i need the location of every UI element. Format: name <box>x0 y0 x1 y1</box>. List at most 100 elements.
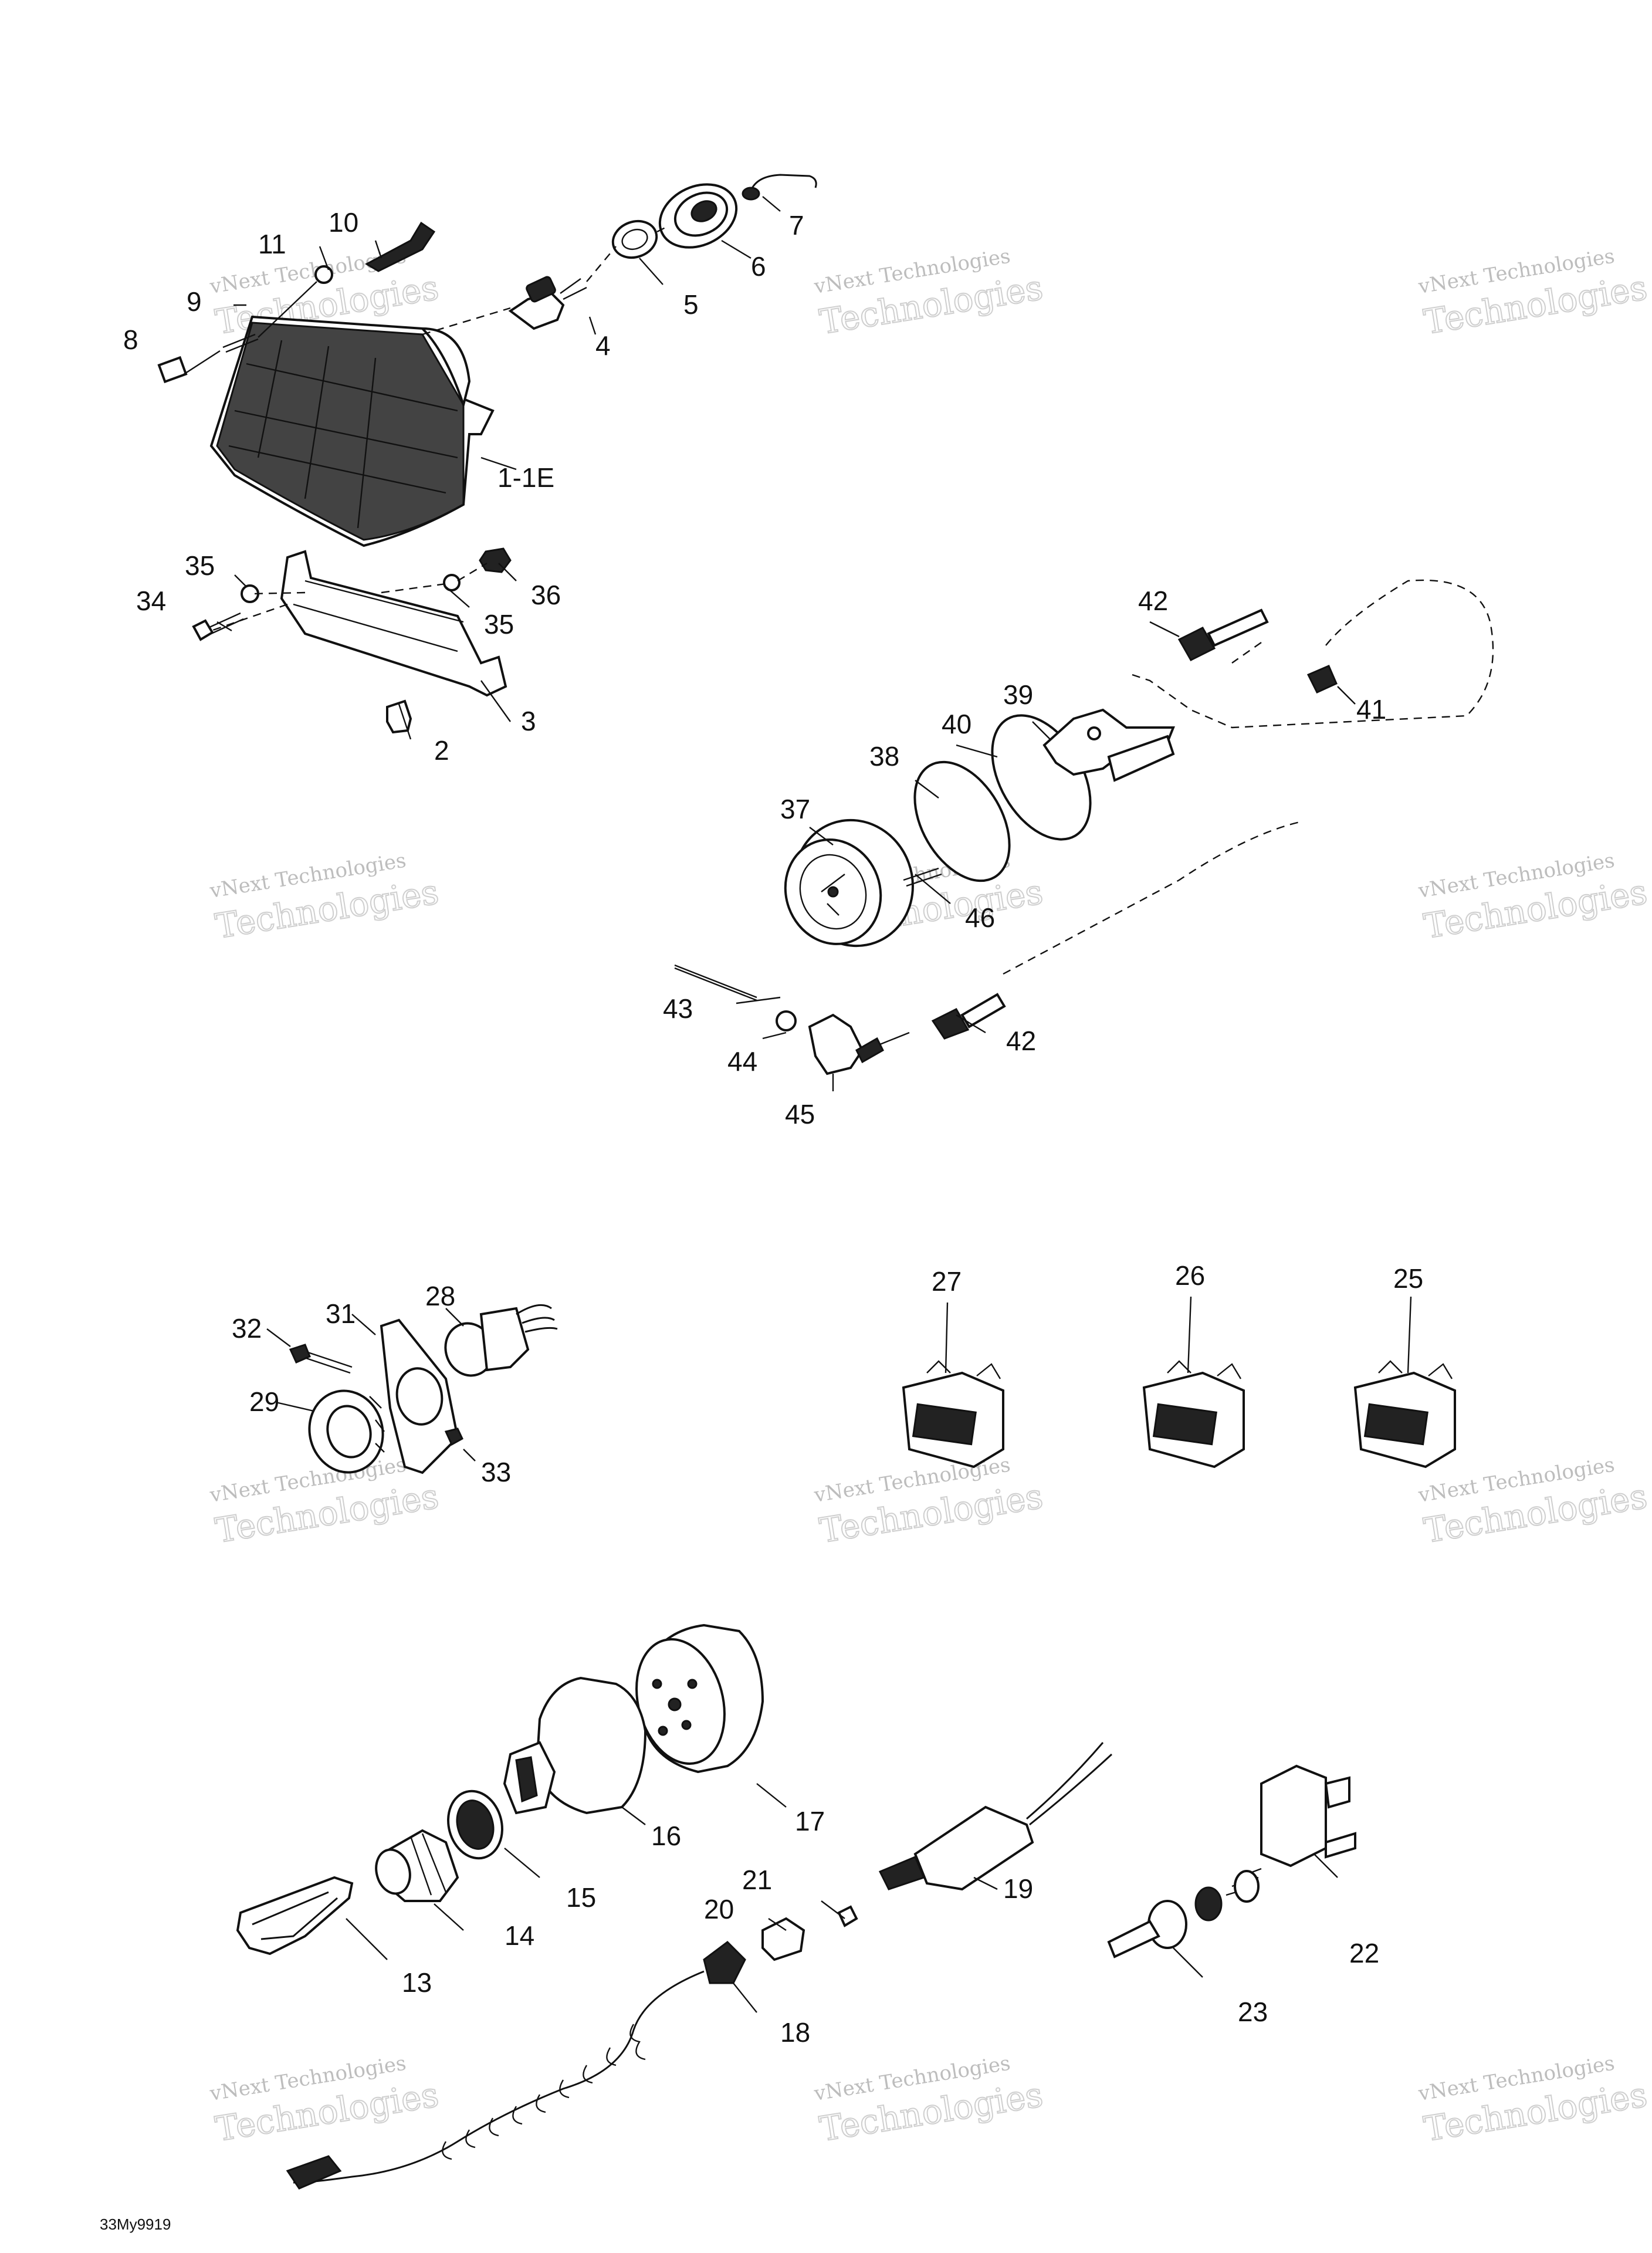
label-3: 3 <box>521 706 536 736</box>
ring-15 <box>447 1789 503 1860</box>
headlamp-group <box>157 174 817 740</box>
label-35-right: 35 <box>484 609 514 640</box>
label-42-top: 42 <box>1138 586 1168 616</box>
boot-14 <box>375 1829 459 1902</box>
washer-35-right <box>443 574 461 591</box>
label-11: 11 <box>258 229 286 259</box>
wire-7 <box>742 174 817 201</box>
label-37: 37 <box>780 794 810 824</box>
label-31: 31 <box>326 1298 356 1329</box>
label-6: 6 <box>751 251 766 282</box>
label-1: 1-1E <box>497 462 554 493</box>
bracket-39 <box>1042 708 1175 782</box>
dust-cover-6 <box>658 183 738 249</box>
label-27: 27 <box>932 1266 962 1297</box>
headlamp-housing <box>209 315 495 547</box>
label-33: 33 <box>481 1457 511 1487</box>
bolt-32 <box>289 1344 353 1374</box>
switch-28 <box>444 1304 558 1377</box>
label-45: 45 <box>785 1099 815 1129</box>
label-25: 25 <box>1393 1263 1423 1294</box>
cable-end-42-bottom <box>931 993 1006 1040</box>
label-9: 9 <box>187 286 202 317</box>
label-40: 40 <box>942 709 971 739</box>
nut-23a <box>1194 1886 1223 1922</box>
label-42-bottom: 42 <box>1006 1026 1036 1056</box>
label-35-left: 35 <box>185 550 215 581</box>
speedo-cable <box>1003 579 1494 975</box>
bulb-4 <box>508 276 587 330</box>
label-21: 21 <box>742 1865 772 1895</box>
label-18: 18 <box>780 2017 810 2048</box>
cap-20 <box>761 1917 805 1961</box>
toggle-switch-22 <box>1226 1764 1356 1903</box>
label-7: 7 <box>789 210 804 241</box>
key-13 <box>236 1876 354 1956</box>
connector-19 <box>878 1742 1113 1891</box>
nut-33 <box>444 1427 463 1446</box>
screw-46 <box>903 867 942 887</box>
rocker-switch-25 <box>1353 1296 1456 1469</box>
drawing-code: 33My9919 <box>100 2215 171 2233</box>
label-41: 41 <box>1356 694 1386 725</box>
rocker-switch-26 <box>1142 1296 1245 1469</box>
rocker-switch-27 <box>902 1302 1004 1469</box>
pin-43 <box>674 964 757 1002</box>
label-32: 32 <box>232 1313 262 1344</box>
label-10: 10 <box>329 207 358 238</box>
label-34: 34 <box>136 586 166 616</box>
label-39: 39 <box>1003 679 1033 710</box>
label-29: 29 <box>249 1386 279 1417</box>
ignition-group <box>236 1623 1356 2190</box>
label-28: 28 <box>425 1281 455 1311</box>
lanyard-18 <box>286 1941 746 2190</box>
label-46: 46 <box>965 902 995 933</box>
bracket-3 <box>280 550 507 697</box>
label-17: 17 <box>795 1806 825 1836</box>
toggle-boot-23 <box>1107 1900 1187 1958</box>
ring-38 <box>913 760 1011 882</box>
label-44: 44 <box>727 1046 757 1077</box>
label-2: 2 <box>434 735 449 766</box>
label-8: 8 <box>123 324 138 355</box>
bolt-34 <box>192 612 244 641</box>
spring-11 <box>314 265 333 284</box>
label-5: 5 <box>683 289 699 320</box>
label-14: 14 <box>505 1920 534 1951</box>
nut-29 <box>308 1389 385 1474</box>
switch-body-16 <box>503 1676 647 1815</box>
screw-clip-8 <box>157 356 188 384</box>
label-36: 36 <box>531 580 561 610</box>
nut-21 <box>837 1905 858 1927</box>
elbow-45 <box>808 1013 910 1075</box>
label-20: 20 <box>704 1894 734 1924</box>
adjuster-10 <box>364 221 436 272</box>
label-23: 23 <box>1238 1997 1268 2027</box>
adjust-screw-9 <box>222 333 259 353</box>
label-15: 15 <box>566 1882 596 1913</box>
label-13: 13 <box>402 1967 432 1998</box>
washer-44 <box>776 1010 797 1031</box>
part-labels: 1-1E 2 3 4 5 6 7 8 9 10 11 34 35 35 36 3… <box>123 207 1423 2048</box>
label-43: 43 <box>663 993 693 1024</box>
bulb-socket-41 <box>1306 665 1338 694</box>
label-26: 26 <box>1175 1260 1205 1291</box>
label-22: 22 <box>1349 1938 1379 1968</box>
nut-36 <box>479 547 512 573</box>
cover-17 <box>635 1623 764 1774</box>
speedometer-group <box>674 579 1494 1091</box>
label-19: 19 <box>1003 1873 1033 1904</box>
label-16: 16 <box>651 1821 681 1851</box>
gauge-37 <box>784 818 914 948</box>
switch-group-left <box>266 1304 558 1474</box>
